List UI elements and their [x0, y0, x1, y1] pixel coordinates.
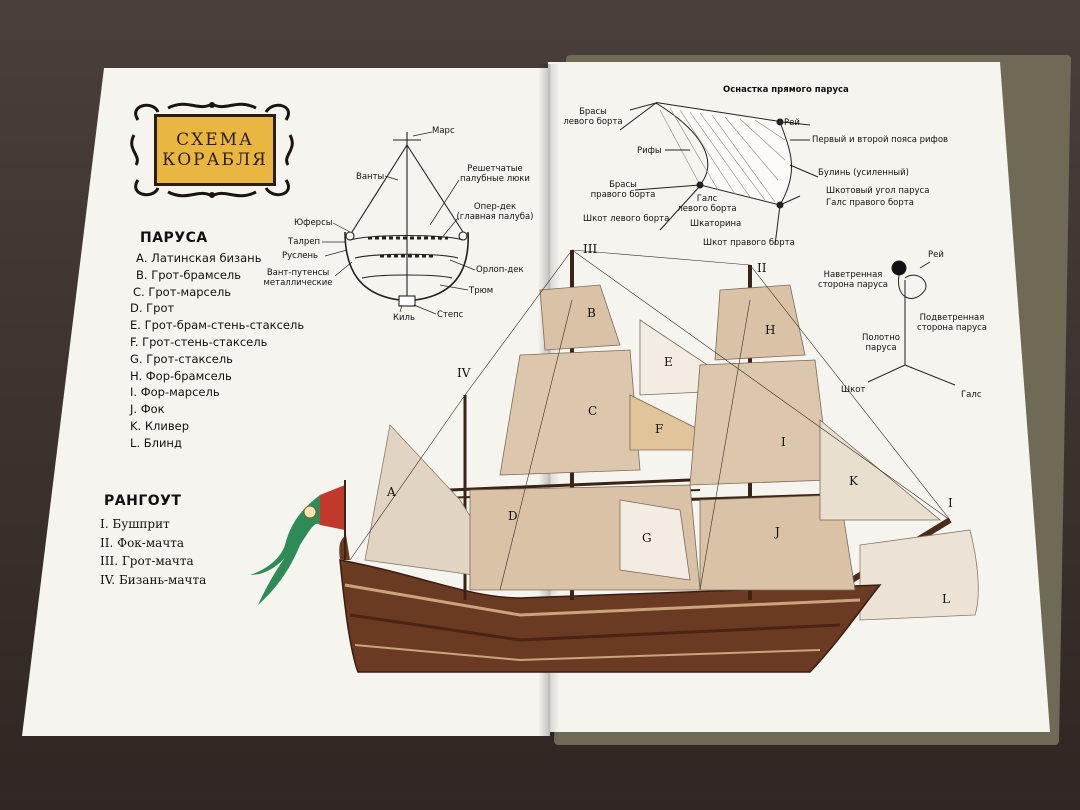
label-mast-I: I [948, 496, 953, 510]
cross-section [344, 132, 469, 307]
list-item: I. Фор-марсель [130, 385, 220, 400]
label-mast-IV: IV [457, 366, 471, 380]
label-sail-K: K [849, 474, 858, 488]
list-item: I. Бушприт [100, 517, 170, 531]
list-item: D. Грот [130, 301, 175, 316]
spars-heading: РАНГОУТ [104, 493, 182, 509]
label-sail-H: H [765, 323, 776, 337]
label-shkot-side: Шкот [841, 385, 866, 395]
label-sail-I: I [781, 435, 786, 449]
sails-heading: ПАРУСА [140, 230, 208, 246]
label-sail-G: G [642, 531, 652, 545]
spars-list: I. Бушприт II. Фок-мачта III. Грот-мачта… [100, 515, 206, 589]
label-shkot-right: Шкот правого борта [703, 238, 795, 248]
list-item: K. Кливер [130, 418, 189, 433]
label-sail-L: L [942, 592, 950, 606]
label-vanty: Ванты [356, 172, 385, 182]
label-sail-E: E [664, 355, 673, 369]
label-square-sail-title: Оснастка прямого паруса [723, 85, 849, 95]
list-item: С. Грот-марсель [133, 284, 232, 299]
list-item: II. Фок-мачта [100, 535, 185, 550]
title-box: СХЕМА КОРАБЛЯ [154, 114, 276, 186]
label-sail-C: C [588, 404, 598, 418]
label-orlopdek: Орлоп-дек [476, 265, 524, 275]
square-sail-diagram [619, 102, 819, 246]
list-item: H. Фор-брамсель [130, 368, 232, 383]
list-item: L. Блинд [130, 435, 182, 450]
title-plaque: СХЕМА КОРАБЛЯ [128, 100, 296, 200]
list-item: В. Грот-брамсель [136, 267, 242, 282]
label-sail-A: A [387, 485, 396, 499]
label-operdek: Опер-дек(главная палуба) [456, 202, 534, 222]
label-kil: Киль [393, 313, 416, 323]
label-bulin: Булинь (усиленный) [818, 168, 909, 178]
label-sail-J: J [775, 525, 780, 539]
label-mast-III: III [583, 242, 598, 256]
sails-list: А. Латинская бизань В. Грот-брамсель С. … [130, 250, 304, 452]
list-item: J. Фок [130, 402, 165, 417]
label-gals-side: Галс [961, 390, 982, 400]
list-item: А. Латинская бизань [136, 251, 262, 265]
label-steps: Степс [437, 310, 464, 320]
label-shkot-left: Шкот левого борта [583, 214, 670, 224]
title-line-1: СХЕМА [176, 130, 254, 150]
list-item: F. Грот-стень-стаксель [130, 334, 268, 349]
label-mars: Марс [432, 126, 455, 136]
label-talrep: Талреп [288, 237, 321, 247]
list-item: IV. Бизань-мачта [100, 572, 207, 587]
label-reef-belts: Первый и второй пояса рифов [812, 135, 949, 145]
label-sail-B: B [587, 306, 596, 320]
list-item: G. Грот-стаксель [130, 351, 233, 366]
label-tryum: Трюм [469, 286, 494, 296]
label-shkatorina: Шкаторина [690, 219, 742, 229]
label-sail-F: F [655, 422, 664, 436]
label-rify: Рифы [637, 146, 662, 156]
label-gals-right: Галс правого борта [826, 198, 914, 208]
label-rey-side: Рей [928, 250, 944, 260]
label-shkot-corner: Шкотовый угол паруса [826, 186, 930, 196]
label-sail-D: D [508, 509, 518, 523]
list-item: Е. Грот-брам-стень-стаксель [130, 318, 305, 333]
label-yufersy: Юферсы [294, 218, 333, 228]
label-mast-II: II [757, 261, 767, 275]
list-item: III. Грот-мачта [100, 554, 194, 568]
ship-illustration [250, 249, 979, 673]
label-ruslen: Руслень [282, 251, 319, 261]
title-line-2: КОРАБЛЯ [162, 150, 268, 170]
ornament-frame-icon [130, 102, 294, 198]
sail-sides-diagram [867, 260, 956, 386]
label-rey-top: Рей [784, 118, 800, 128]
